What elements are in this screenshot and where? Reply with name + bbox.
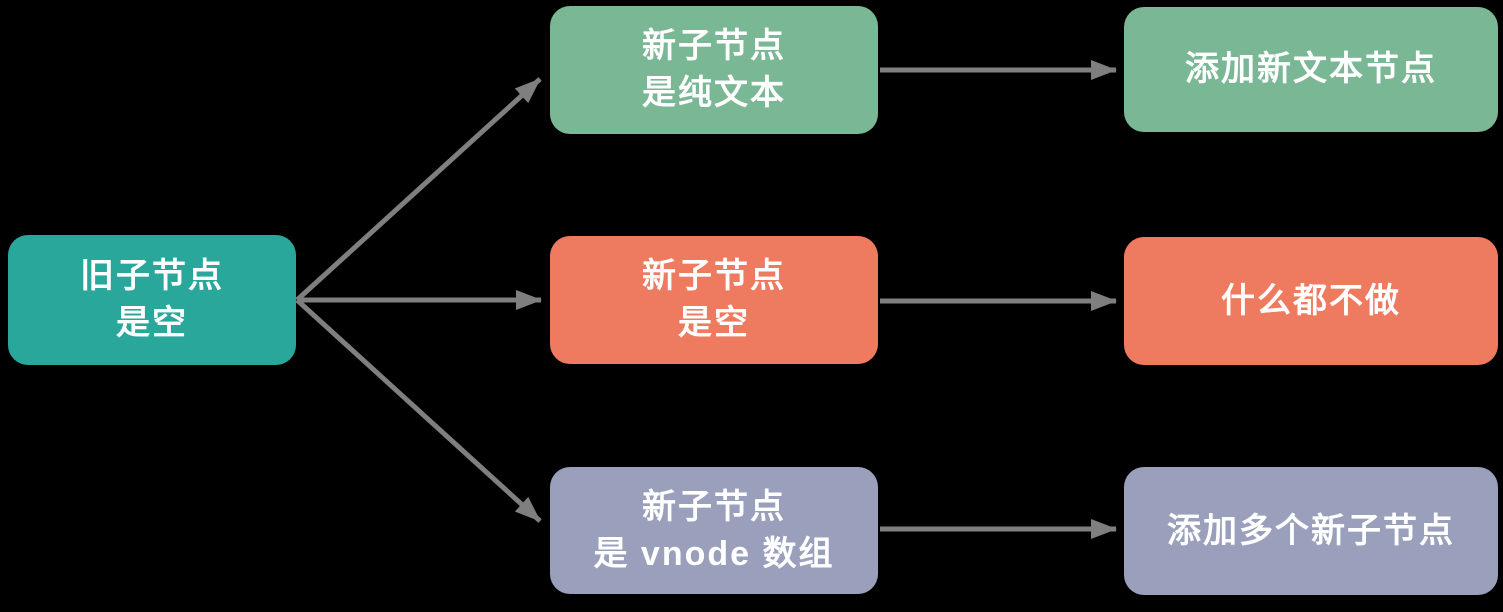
node-label-line: 是纯文本 [642, 74, 786, 112]
node-label-line: 添加多个新子节点 [1167, 511, 1455, 550]
node-new-children-empty: 新子节点 是空 [550, 236, 878, 364]
node-new-children-vnode-array: 新子节点 是 vnode 数组 [550, 467, 878, 594]
node-add-new-text-node: 添加新文本节点 [1124, 7, 1498, 132]
edge-old-to-new-text [295, 77, 542, 302]
node-label-line: 新子节点 [642, 257, 786, 296]
node-do-nothing: 什么都不做 [1124, 237, 1498, 365]
edge-old-to-new-array [295, 298, 542, 523]
node-new-children-is-text: 新子节点 是纯文本 [550, 6, 878, 134]
node-label-line: 什么都不做 [1221, 281, 1401, 320]
node-old-children-empty: 旧子节点 是空 [8, 235, 296, 365]
node-label-line: 添加新文本节点 [1185, 50, 1437, 89]
node-label-line: 是空 [116, 304, 188, 342]
node-label-line: 是空 [678, 304, 750, 342]
node-label-line: 是 vnode 数组 [593, 534, 835, 573]
node-label-line: 新子节点 [642, 27, 786, 66]
node-add-multiple-new-children: 添加多个新子节点 [1124, 467, 1498, 595]
node-label-line: 旧子节点 [80, 257, 224, 296]
node-label-line: 新子节点 [642, 487, 786, 526]
